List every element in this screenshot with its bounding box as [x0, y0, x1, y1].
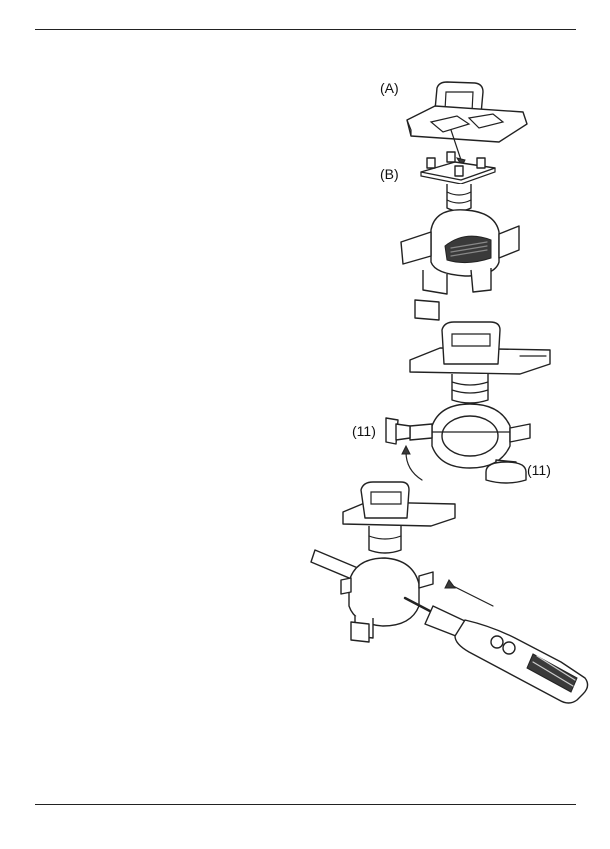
- screwdriver-tightening-illustration: [315, 480, 595, 720]
- assembled-mount-illustration: [370, 320, 560, 490]
- screwdriver-button-1: [491, 636, 503, 648]
- footer-rule: [35, 804, 576, 805]
- screwdriver-button-2: [503, 642, 515, 654]
- handlebar-clamp: [349, 558, 419, 626]
- exploded-mount-illustration: [395, 80, 545, 330]
- header-rule: [35, 29, 576, 30]
